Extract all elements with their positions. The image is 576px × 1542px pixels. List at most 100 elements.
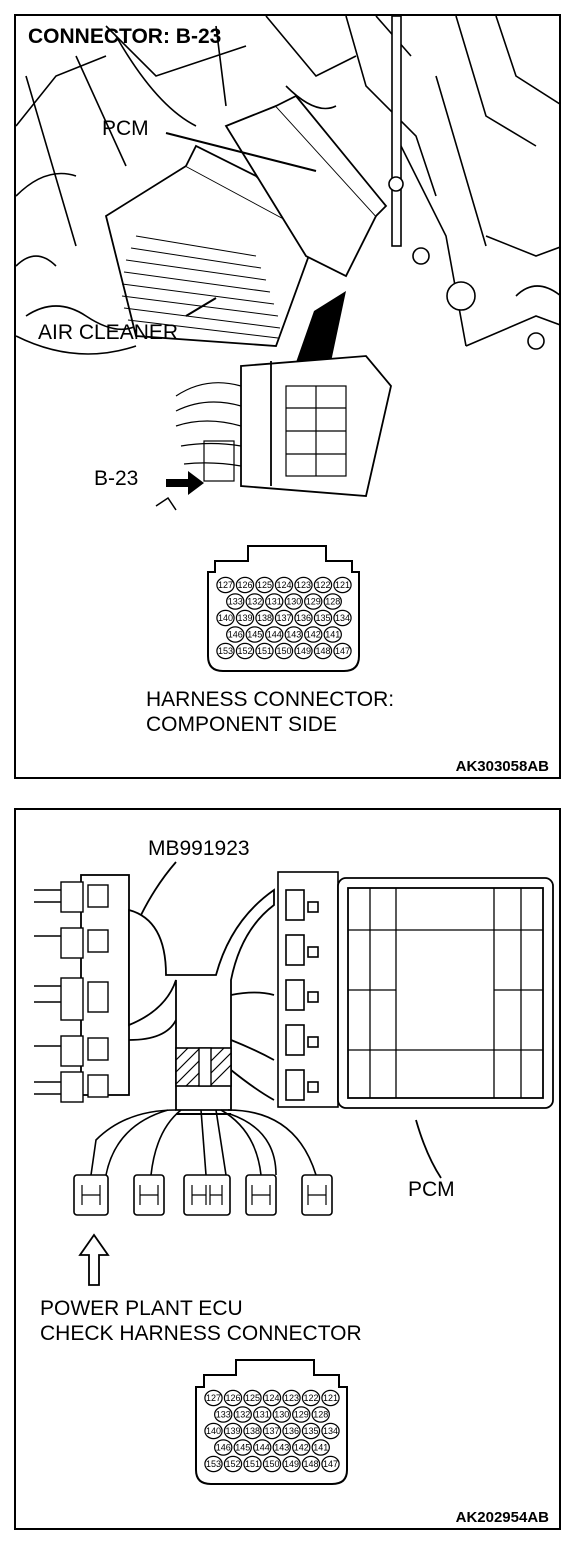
pin-number: 149	[296, 646, 311, 656]
pin-number: 152	[225, 1459, 240, 1469]
pin-circle	[284, 593, 303, 610]
pin-circle	[274, 642, 294, 660]
pin-number: 150	[276, 646, 291, 656]
pin-circle	[245, 593, 264, 610]
pin-circle	[311, 1406, 330, 1423]
pin-circle	[243, 1455, 262, 1473]
pin-circle	[282, 1422, 301, 1440]
pin-circle	[333, 642, 352, 660]
pin-number: 130	[274, 1410, 289, 1420]
pin-number: 136	[284, 1426, 299, 1436]
figure-code: AK202954AB	[455, 1509, 549, 1526]
pin-circle	[301, 1455, 321, 1473]
pin-circle	[323, 593, 342, 610]
pin-number: 137	[264, 1426, 279, 1436]
pin-number: 142	[306, 630, 321, 640]
pin-number: 144	[255, 1443, 270, 1453]
figure-code: AK303058AB	[455, 758, 549, 775]
pin-number: 135	[303, 1426, 318, 1436]
pin-circle	[223, 1389, 243, 1407]
pin-circle	[272, 1406, 291, 1423]
pin-circle	[292, 1406, 311, 1423]
pin-number: 122	[315, 580, 330, 590]
pin-circle	[292, 1439, 311, 1456]
pin-number: 121	[335, 580, 350, 590]
pin-number: 142	[294, 1443, 309, 1453]
pin-circle	[262, 1389, 282, 1407]
pin-number: 124	[276, 580, 291, 590]
pin-circle	[274, 609, 294, 627]
connector-label: B-23	[94, 467, 139, 490]
pin-number: 134	[335, 613, 350, 623]
pin-number: 153	[206, 1459, 221, 1469]
pin-circle	[272, 1439, 291, 1456]
pin-number: 133	[216, 1410, 231, 1420]
tool-label: MB991923	[148, 837, 250, 860]
pin-number: 141	[313, 1443, 328, 1453]
pin-number: 150	[264, 1459, 279, 1469]
pin-circle	[216, 576, 235, 594]
pin-circle	[253, 1406, 272, 1423]
pin-number: 145	[235, 1443, 250, 1453]
pin-circle	[216, 642, 235, 660]
pin-number: 138	[257, 613, 272, 623]
pin-number: 136	[296, 613, 311, 623]
pin-circle	[321, 1422, 340, 1440]
pin-circle	[233, 1439, 252, 1456]
pin-circle	[294, 576, 313, 594]
pin-circle	[214, 1439, 233, 1456]
pin-number: 144	[267, 630, 282, 640]
pin-circle	[243, 1422, 262, 1440]
pin-circle	[235, 642, 255, 660]
pin-number: 153	[218, 646, 233, 656]
pin-circle	[204, 1455, 223, 1473]
pin-number: 148	[315, 646, 330, 656]
pin-circle	[233, 1406, 252, 1423]
pin-circle	[304, 626, 323, 643]
pin-number: 146	[216, 1443, 231, 1453]
pin-circle	[204, 1389, 223, 1407]
pin-circle	[321, 1389, 340, 1407]
pin-number: 123	[284, 1393, 299, 1403]
pin-circle	[313, 576, 333, 594]
pin-number: 151	[257, 646, 272, 656]
pin-number: 141	[325, 630, 340, 640]
pin-number: 138	[245, 1426, 260, 1436]
pin-circle	[301, 1422, 321, 1440]
pin-circle	[223, 1455, 243, 1473]
pin-number: 125	[257, 580, 272, 590]
air-cleaner-label: AIR CLEANER	[38, 321, 179, 344]
pcm-label: PCM	[102, 117, 149, 140]
pin-number: 133	[228, 597, 243, 607]
pin-circle	[226, 626, 245, 643]
pin-number: 148	[303, 1459, 318, 1469]
pin-circle	[245, 626, 264, 643]
pin-number: 122	[303, 1393, 318, 1403]
pin-circle	[301, 1389, 321, 1407]
pin-number: 123	[296, 580, 311, 590]
pin-number: 131	[255, 1410, 270, 1420]
pin-circle	[243, 1389, 262, 1407]
pin-circle	[311, 1439, 330, 1456]
pin-number: 126	[225, 1393, 240, 1403]
pin-number: 126	[237, 580, 252, 590]
pin-number: 147	[323, 1459, 338, 1469]
pin-number: 132	[235, 1410, 250, 1420]
pin-number: 129	[306, 597, 321, 607]
pin-circle	[214, 1406, 233, 1423]
pin-circle	[274, 576, 294, 594]
component-side-label: COMPONENT SIDE	[146, 713, 337, 736]
pin-circle	[323, 626, 342, 643]
pin-number: 143	[286, 630, 301, 640]
pin-number: 146	[228, 630, 243, 640]
pcm-label: PCM	[408, 1178, 455, 1201]
pin-number: 151	[245, 1459, 260, 1469]
pin-number: 152	[237, 646, 252, 656]
pin-number: 131	[267, 597, 282, 607]
pin-circle	[321, 1455, 340, 1473]
pin-number: 140	[218, 613, 233, 623]
pin-circle	[262, 1422, 282, 1440]
